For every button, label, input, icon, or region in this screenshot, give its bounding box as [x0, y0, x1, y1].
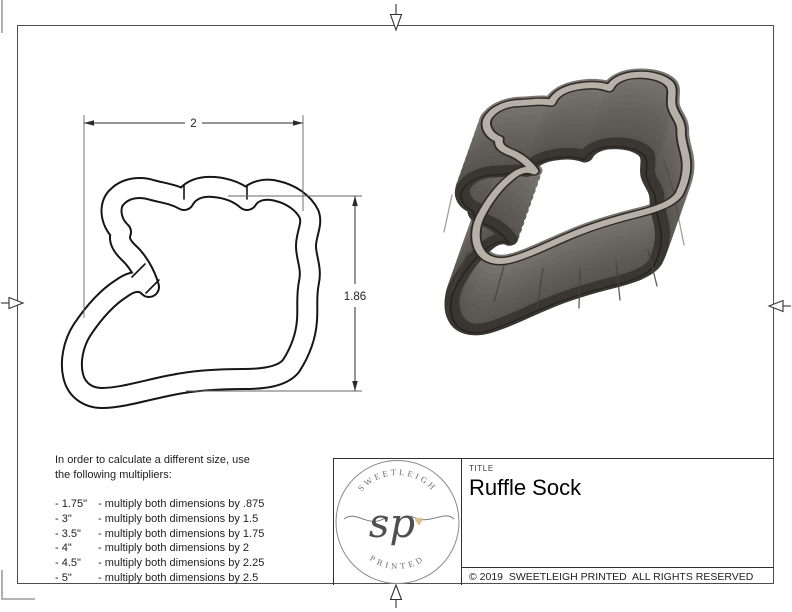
- copyright-text: © 2019 SWEETLEIGH PRINTED ALL RIGHTS RES…: [462, 567, 774, 585]
- size-multiplier-note: In order to calculate a different size, …: [55, 453, 330, 586]
- page-title: Ruffle Sock: [469, 475, 582, 500]
- multiplier-row: - 5" - multiply both dimensions by 2.5: [55, 571, 330, 586]
- logo-heart-icon: ♥: [415, 513, 424, 530]
- multiplier-row: - 3.5" - multiply both dimensions by 1.75: [55, 527, 330, 542]
- logo-circle: [335, 460, 460, 584]
- multiplier-intro-line1: In order to calculate a different size, …: [55, 454, 250, 466]
- facet-seam-lines: [443, 159, 685, 309]
- multiplier-desc: - multiply both dimensions by 2.25: [98, 557, 265, 570]
- multiplier-desc: - multiply both dimensions by 2.5: [98, 571, 259, 584]
- multiplier-row: - 1.75" - multiply both dimensions by .87…: [55, 497, 330, 512]
- registration-mark-left: [1, 296, 25, 310]
- logo-arc-text-top: SWEETLEIGH: [356, 467, 437, 493]
- multiplier-size: - 4.5": [55, 557, 81, 570]
- multiplier-intro-line2: the following multipliers:: [55, 469, 172, 481]
- multiplier-size: - 4": [55, 542, 72, 555]
- multiplier-size: - 3": [55, 512, 72, 525]
- multiplier-row: - 4.5" - multiply both dimensions by 2.25: [55, 556, 330, 571]
- logo-arc-text-bottom: PRINTED: [368, 553, 423, 571]
- height-dimension-label: 1.86: [344, 291, 366, 303]
- multiplier-desc: - multiply both dimensions by 2: [98, 542, 250, 555]
- multiplier-list: - 1.75" - multiply both dimensions by .87…: [55, 497, 330, 586]
- registration-mark-top: [389, 4, 403, 32]
- outline-notch-ticks: [131, 184, 248, 294]
- multiplier-row: - 3" - multiply both dimensions by 1.5: [55, 512, 330, 527]
- multiplier-size: - 3.5": [55, 527, 81, 540]
- cutter-3d-render: [421, 64, 703, 338]
- multiplier-row: - 4" - multiply both dimensions by 2: [55, 541, 330, 556]
- multiplier-desc: - multiply both dimensions by 1.75: [98, 527, 265, 540]
- logo-monogram: sp: [369, 501, 415, 547]
- svg-text:SWEETLEIGH: SWEETLEIGH: [356, 467, 440, 493]
- registration-mark-right: [767, 299, 791, 313]
- sweetleigh-printed-logo: SWEETLEIGH PRINTED sp ♥: [335, 460, 460, 584]
- height-dimension: 1.86: [186, 195, 366, 392]
- registration-mark-bottom: [389, 583, 403, 608]
- title-label: TITLE: [469, 464, 494, 473]
- logo-flourish: [343, 515, 455, 522]
- registration-marks: [1, 4, 791, 608]
- logo-cell: SWEETLEIGH PRINTED sp ♥: [334, 459, 462, 585]
- multiplier-size: - 1.75": [55, 498, 88, 510]
- multiplier-size: - 5": [55, 571, 72, 584]
- width-dimension-label: 2: [190, 118, 196, 130]
- multiplier-desc: - multiply both dimensions by .875: [98, 498, 265, 510]
- svg-text:PRINTED: PRINTED: [368, 553, 427, 571]
- multiplier-desc: - multiply both dimensions by 1.5: [98, 512, 259, 525]
- edge-artifact-lines: [1, 0, 35, 600]
- title-cell: TITLE Ruffle Sock © 2019 SWEETLEIGH PRIN…: [462, 459, 774, 585]
- sock-outline-2d: [72, 185, 310, 398]
- width-dimension: 2: [83, 115, 304, 318]
- title-block: SWEETLEIGH PRINTED sp ♥ TITLE Ruffle Soc…: [333, 458, 774, 585]
